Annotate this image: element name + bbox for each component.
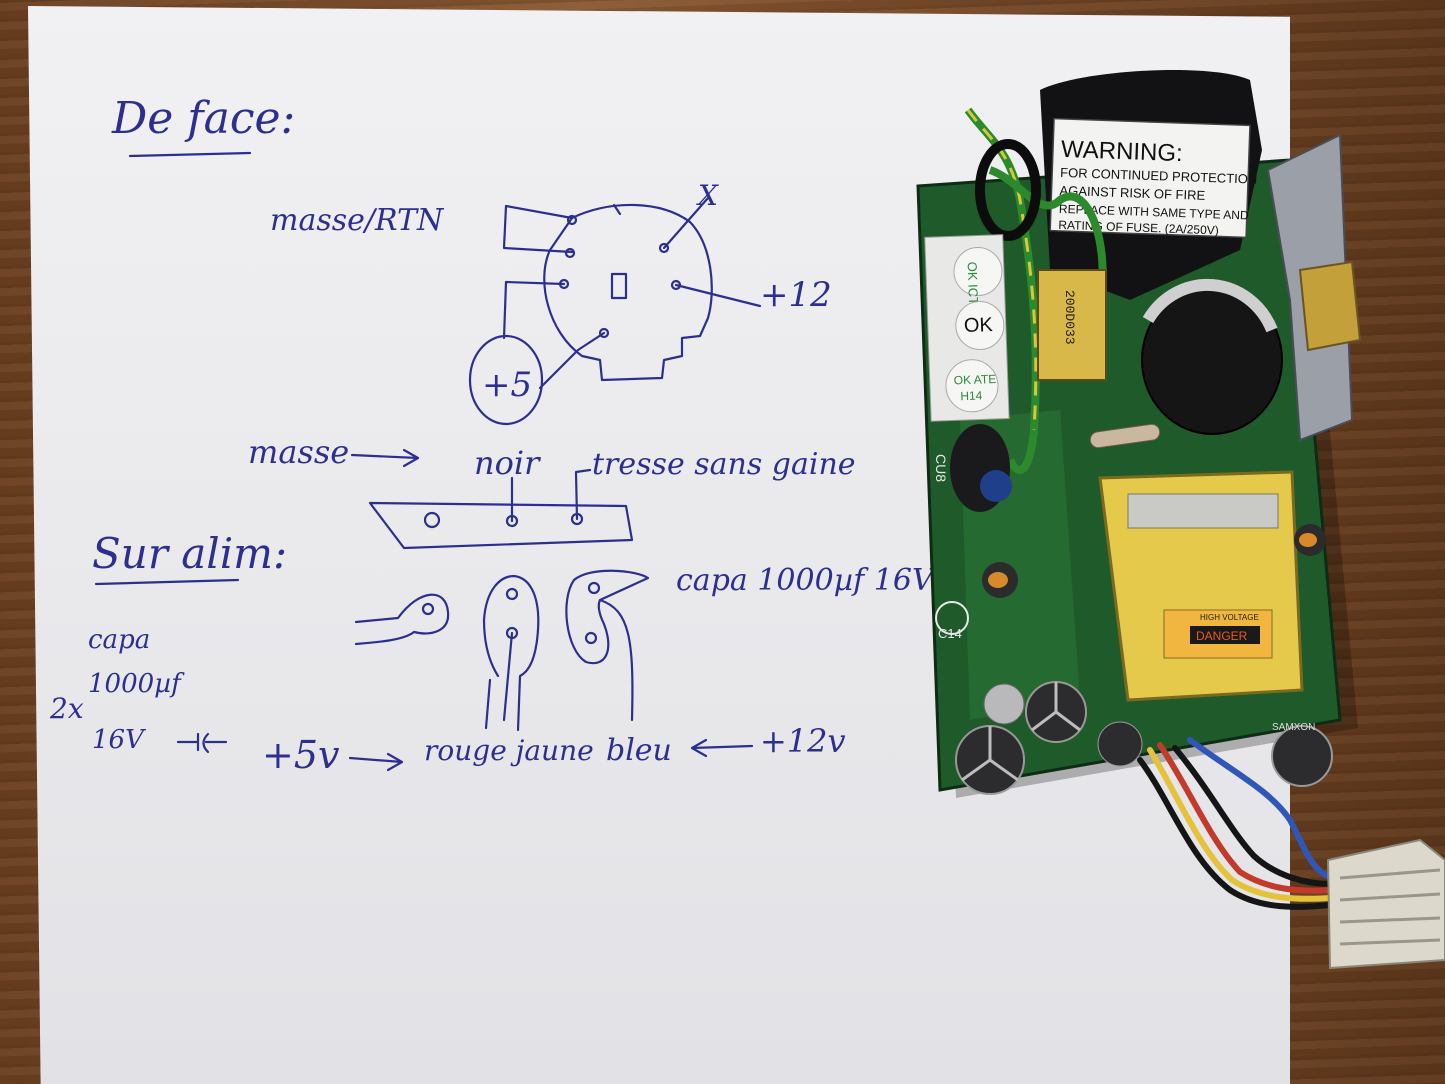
qc-stickers: OK ICT OK OK ATE H14 bbox=[924, 234, 1010, 422]
label-plus5v: +5v bbox=[262, 733, 340, 777]
svg-text:OK: OK bbox=[963, 314, 993, 337]
label-tresse: tresse sans gaine bbox=[592, 447, 856, 482]
capa-left-line2: 1000µf bbox=[88, 669, 185, 699]
label-plus5: +5 bbox=[482, 365, 532, 405]
arrow-plus12v bbox=[690, 738, 754, 758]
label-mass-rtn: masse/RTN bbox=[270, 203, 445, 238]
capa-left-line3: 16V bbox=[92, 725, 146, 755]
svg-text:DANGER: DANGER bbox=[1196, 629, 1248, 643]
danger-label bbox=[1190, 626, 1260, 644]
svg-text:CU8: CU8 bbox=[933, 454, 949, 482]
output-connector bbox=[1326, 838, 1445, 970]
board-connection-diagram bbox=[354, 569, 650, 732]
label-plus12: +12 bbox=[760, 275, 832, 315]
terminal-strip-diagram bbox=[368, 468, 634, 550]
label-bleu: bleu bbox=[606, 733, 672, 768]
svg-text:HIGH VOLTAGE: HIGH VOLTAGE bbox=[1200, 613, 1259, 622]
heading-front: De face: bbox=[111, 93, 295, 144]
heading-alim-underline bbox=[94, 578, 240, 586]
resistor bbox=[1089, 423, 1161, 449]
label-mass: masse bbox=[248, 433, 349, 471]
label-capa-right: capa 1000µf 16V bbox=[676, 563, 937, 598]
handwritten-notes: De face: masse/RTN bbox=[49, 93, 937, 777]
heading-alim: Sur alim: bbox=[92, 529, 287, 578]
heading-front-underline bbox=[128, 151, 252, 158]
warning-label: WARNING: FOR CONTINUED PROTECTION AGAINS… bbox=[1049, 117, 1258, 239]
input-choke bbox=[1037, 269, 1107, 381]
connector-pinout-diagram bbox=[468, 196, 762, 426]
svg-text:SAMXON: SAMXON bbox=[1272, 722, 1315, 733]
svg-text:200D033: 200D033 bbox=[1062, 290, 1077, 345]
arrow-mass bbox=[350, 448, 420, 468]
power-supply-board: WARNING: FOR CONTINUED PROTECTION AGAINS… bbox=[916, 69, 1445, 970]
ferrite-ring bbox=[975, 139, 1041, 241]
output-wires bbox=[1137, 737, 1335, 910]
svg-text:OK ICT: OK ICT bbox=[965, 261, 982, 305]
arrow-plus5v bbox=[348, 752, 404, 772]
svg-text:H14: H14 bbox=[960, 388, 983, 403]
svg-text:WARNING:: WARNING: bbox=[1061, 136, 1184, 167]
label-plus12v: +12v bbox=[760, 722, 846, 760]
label-noir: noir bbox=[474, 444, 541, 482]
label-pin-x: X bbox=[696, 179, 719, 212]
svg-text:OK ATE: OK ATE bbox=[954, 372, 997, 387]
svg-text:AGAINST RISK OF FIRE: AGAINST RISK OF FIRE bbox=[1059, 183, 1205, 203]
capa-left-qty: 2x bbox=[49, 692, 84, 725]
output-capacitors: SAMXON bbox=[955, 681, 1333, 795]
capa-left-line1: capa bbox=[88, 625, 150, 655]
svg-text:REPLACE WITH SAME TYPE AND: REPLACE WITH SAME TYPE AND bbox=[1059, 202, 1250, 223]
svg-text:FOR CONTINUED PROTECTION: FOR CONTINUED PROTECTION bbox=[1060, 165, 1258, 187]
capacitor-symbol bbox=[176, 732, 228, 754]
label-rouge-jaune: rouge jaune bbox=[424, 734, 594, 767]
svg-text:C14: C14 bbox=[938, 626, 962, 641]
